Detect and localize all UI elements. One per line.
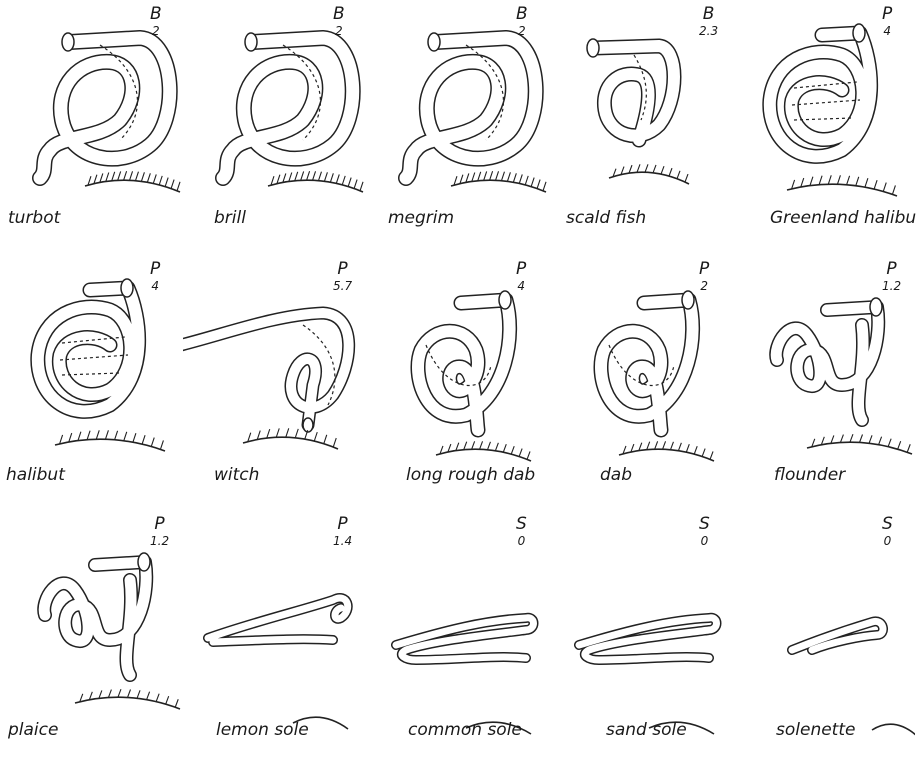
category-number: 0 — [882, 535, 893, 547]
category-number: 2.3 — [699, 25, 718, 37]
category-number: 1.2 — [150, 535, 169, 547]
species-name: Greenland halibut — [770, 208, 917, 228]
category-letter: S — [699, 516, 710, 533]
gill-raker — [75, 689, 180, 709]
gut-drawing — [396, 618, 534, 734]
gut-drawing — [418, 291, 531, 461]
gut-illustration — [549, 255, 732, 510]
gill-raker — [872, 724, 915, 736]
category-letter: P — [882, 6, 892, 23]
category-letter: P — [333, 261, 352, 278]
category-letter: P — [150, 261, 160, 278]
species-name: witch — [214, 465, 259, 485]
gut-drawing — [223, 33, 363, 192]
category-letter: B — [150, 6, 162, 23]
category-number: 4 — [150, 280, 160, 292]
gut-drawing — [601, 291, 714, 461]
category-number: 1.2 — [882, 280, 901, 292]
species-name: sand sole — [606, 720, 687, 740]
species-name: halibut — [6, 465, 65, 485]
species-name: turbot — [8, 208, 60, 228]
category-letter: B — [333, 6, 345, 23]
gut-drawing — [579, 618, 717, 734]
category-letter: S — [516, 516, 527, 533]
gut-drawing — [208, 598, 348, 729]
category-letter: P — [882, 261, 901, 278]
gill-raker — [85, 171, 180, 192]
gut-drawing — [776, 298, 912, 454]
category-letter: S — [882, 516, 893, 533]
gill-raker — [55, 430, 165, 451]
gut-drawing — [44, 553, 180, 709]
gut-drawing — [587, 39, 689, 184]
category-code: S0 — [699, 516, 710, 547]
category-number: 2 — [699, 280, 709, 292]
species-name: flounder — [774, 465, 845, 485]
species-name: scald fish — [566, 208, 646, 228]
species-panel-witch: P 5.7 — [183, 255, 366, 510]
category-letter: B — [516, 6, 528, 23]
category-number: 5.7 — [333, 280, 352, 292]
category-number: 4 — [882, 25, 892, 37]
category-number: 0 — [699, 535, 710, 547]
category-number: 2 — [516, 25, 528, 37]
category-code: P 5.7 — [333, 261, 352, 292]
gill-raker — [609, 164, 689, 184]
category-number: 1.4 — [333, 535, 352, 547]
species-name: lemon sole — [216, 720, 309, 740]
category-number: 2 — [333, 25, 345, 37]
gut-drawing — [38, 279, 165, 451]
species-name: solenette — [776, 720, 855, 740]
gut-drawing — [770, 24, 897, 196]
gut-drawing — [183, 313, 349, 449]
species-name: long rough dab — [406, 465, 535, 485]
category-code: B 2.3 — [699, 6, 718, 37]
gill-raker — [807, 434, 912, 454]
species-name: dab — [600, 465, 632, 485]
gut-illustration — [183, 255, 366, 510]
category-letter: B — [699, 6, 718, 23]
gut-illustration — [183, 0, 366, 255]
category-letter: P — [699, 261, 709, 278]
gill-raker — [243, 428, 338, 449]
category-code: P 1.2 — [150, 516, 169, 547]
category-number: 2 — [150, 25, 162, 37]
gut-drawing — [40, 33, 180, 192]
category-letter: P — [333, 516, 352, 533]
category-code: P 1.4 — [333, 516, 352, 547]
species-panel-dab: P2 — [549, 255, 732, 510]
species-name: plaice — [8, 720, 58, 740]
gut-drawing — [792, 621, 915, 736]
species-name: common sole — [408, 720, 522, 740]
category-code: P 1.2 — [882, 261, 901, 292]
gill-raker — [268, 171, 363, 192]
species-name: brill — [214, 208, 246, 228]
category-letter: P — [516, 261, 526, 278]
gill-raker — [436, 441, 531, 461]
category-number: 4 — [516, 280, 526, 292]
gill-raker — [787, 175, 897, 196]
species-name: megrim — [388, 208, 454, 228]
category-number: 0 — [516, 535, 527, 547]
category-letter: P — [150, 516, 169, 533]
gill-raker — [451, 171, 546, 192]
gut-drawing — [406, 33, 546, 192]
gill-raker — [619, 441, 714, 461]
